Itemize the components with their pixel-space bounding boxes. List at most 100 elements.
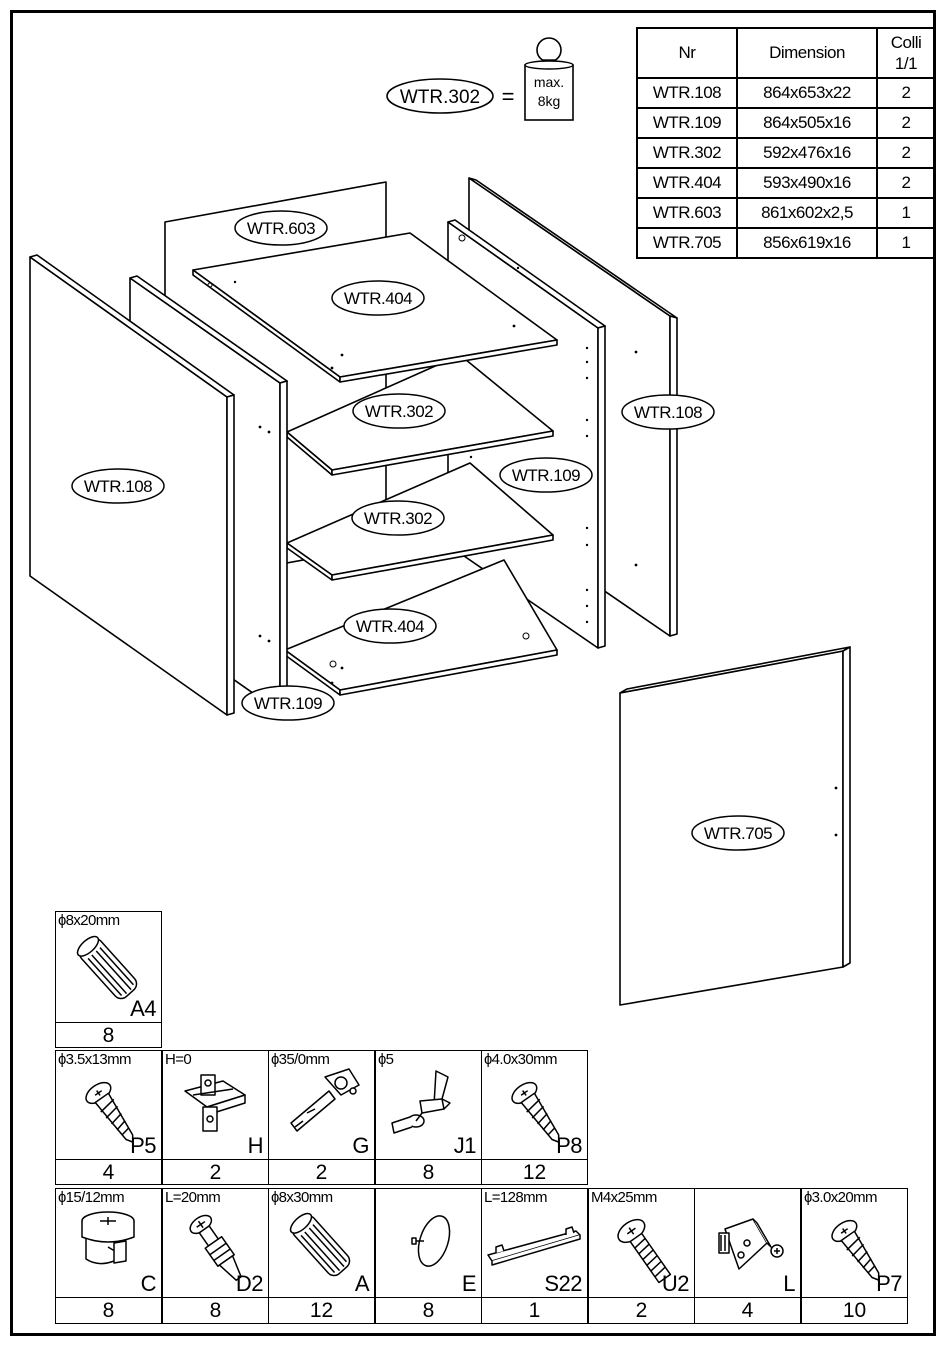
svg-text:WTR.108: WTR.108: [634, 403, 702, 422]
weight-icon: [524, 37, 574, 121]
weight-max-label: max.: [534, 74, 564, 90]
part-label-left-inner: WTR.109: [241, 685, 335, 721]
cell-colli: 2: [876, 107, 936, 139]
svg-text:WTR.603: WTR.603: [247, 219, 315, 238]
part-label-shelf-lower: WTR.302: [351, 500, 445, 536]
cell-dimension: 864x653x22: [736, 77, 878, 109]
cell-dimension: 856x619x16: [736, 227, 878, 259]
hardware-spec: ɸ5: [378, 1051, 394, 1068]
weight-max-value: 8kg: [538, 93, 561, 109]
cell-colli: 2: [876, 167, 936, 199]
weight-part-bubble: [386, 78, 494, 114]
hardware-quantity: 8: [162, 1297, 269, 1324]
hardware-spec: ɸ35/0mm: [271, 1051, 330, 1068]
hardware-code: G: [352, 1133, 369, 1158]
svg-text:WTR.108: WTR.108: [84, 477, 152, 496]
hardware-code: H: [247, 1133, 264, 1158]
hardware-quantity: 4: [55, 1159, 162, 1185]
part-label-door: WTR.705: [691, 815, 785, 851]
svg-text:WTR.109: WTR.109: [512, 466, 580, 485]
equals-sign: =: [502, 84, 515, 109]
hardware-code: P5: [130, 1133, 156, 1158]
cell-dimension: 864x505x16: [736, 107, 878, 139]
hardware-code: J1: [453, 1133, 477, 1158]
cell-nr: WTR.404: [636, 167, 738, 199]
hardware-code: A4: [130, 996, 156, 1021]
hardware-code: U2: [661, 1271, 690, 1296]
hardware-code: L: [783, 1271, 795, 1296]
hardware-quantity: 12: [481, 1159, 588, 1185]
hardware-quantity: 2: [162, 1159, 269, 1185]
hardware-quantity: 4: [694, 1297, 801, 1324]
header-dimension: Dimension: [736, 27, 878, 79]
cell-dimension: 593x490x16: [736, 167, 878, 199]
hardware-cell-l: L: [694, 1188, 801, 1298]
hardware-code: P8: [556, 1133, 582, 1158]
drill-holes: [233, 266, 838, 837]
cell-colli: 2: [876, 137, 936, 169]
svg-text:WTR.404: WTR.404: [344, 289, 412, 308]
hardware-spec: L=20mm: [165, 1189, 221, 1206]
hardware-code: E: [461, 1271, 477, 1296]
weight-part-label: WTR.302: [400, 87, 480, 108]
cell-colli: 1: [876, 197, 936, 229]
header-nr: Nr: [636, 27, 738, 79]
hardware-quantity: 2: [268, 1159, 375, 1185]
hardware-quantity: 12: [268, 1297, 375, 1324]
part-label-back-panel: WTR.603: [234, 210, 328, 246]
cell-nr: WTR.109: [636, 107, 738, 139]
svg-text:WTR.302: WTR.302: [365, 402, 433, 421]
hardware-code: C: [140, 1271, 157, 1296]
cam-holes: [207, 234, 530, 668]
hardware-quantity: 8: [55, 1297, 162, 1324]
hardware-code: D2: [235, 1271, 264, 1296]
hardware-code: A: [354, 1271, 370, 1296]
hardware-code: P7: [876, 1271, 902, 1296]
cell-nr: WTR.705: [636, 227, 738, 259]
hardware-spec: ɸ8x20mm: [58, 912, 120, 929]
hardware-spec: ɸ3.0x20mm: [804, 1189, 877, 1206]
hardware-quantity: 1: [481, 1297, 588, 1324]
cell-colli: 2: [876, 77, 936, 109]
hardware-spec: H=0: [165, 1051, 192, 1068]
hardware-spec: L=128mm: [484, 1189, 548, 1206]
part-label-right-inner: WTR.109: [499, 457, 593, 493]
svg-text:WTR.404: WTR.404: [356, 617, 424, 636]
hardware-quantity: 8: [375, 1297, 482, 1324]
hardware-cell-e: E: [375, 1188, 482, 1298]
weight-note: WTR.302 = max. 8kg: [386, 37, 574, 121]
part-label-left-side: WTR.108: [71, 468, 165, 504]
hardware-quantity: 10: [801, 1297, 908, 1324]
hardware-spec: ɸ8x30mm: [271, 1189, 333, 1206]
hardware-quantity: 8: [55, 1022, 162, 1048]
cell-nr: WTR.108: [636, 77, 738, 109]
hardware-spec: ɸ15/12mm: [58, 1189, 125, 1206]
hardware-code: S22: [544, 1271, 582, 1296]
cell-nr: WTR.302: [636, 137, 738, 169]
part-label-right-side: WTR.108: [621, 394, 715, 430]
cell-dimension: 592x476x16: [736, 137, 878, 169]
hardware-quantity: 8: [375, 1159, 482, 1185]
cell-dimension: 861x602x2,5: [736, 197, 878, 229]
part-label-top-shelf: WTR.404: [331, 280, 425, 316]
svg-text:WTR.705: WTR.705: [704, 824, 772, 843]
